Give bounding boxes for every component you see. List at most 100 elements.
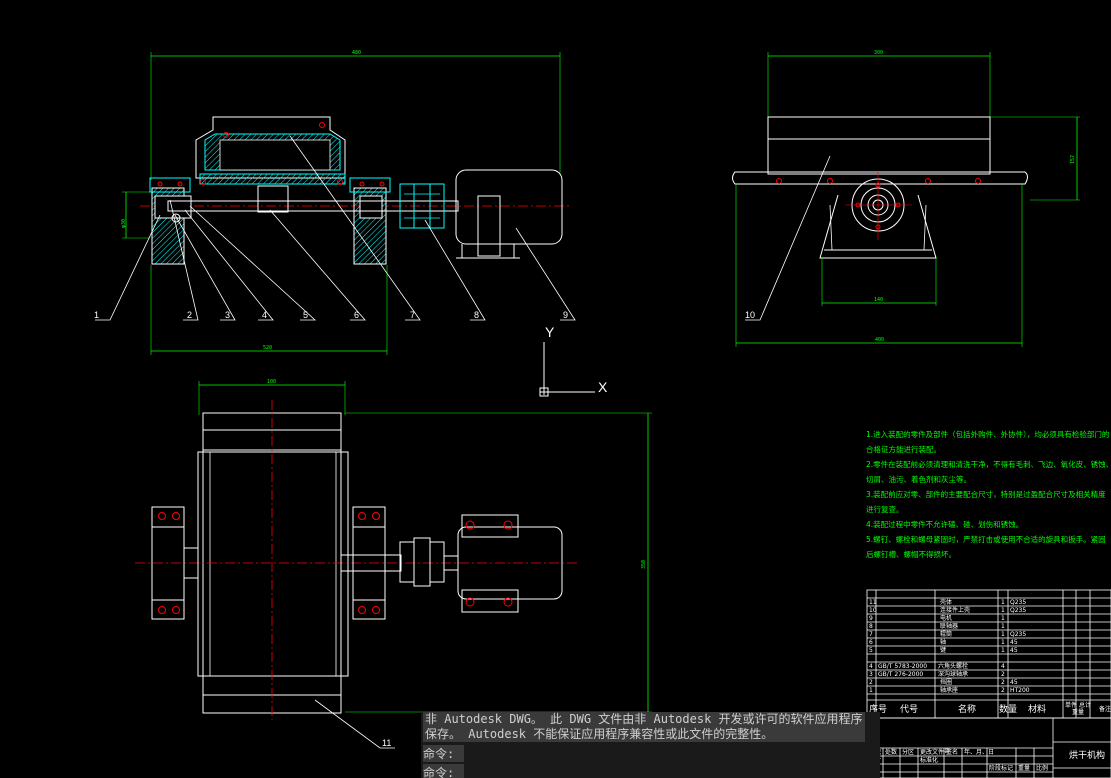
svg-text:数量: 数量 [999, 703, 1017, 715]
command-input[interactable]: 命令: [423, 764, 465, 778]
svg-text:2: 2 [1001, 679, 1005, 686]
svg-text:1: 1 [1001, 623, 1005, 630]
command-prompt-history: 命令: [423, 745, 465, 762]
note-line: 3.装配前应对零、部件的主要配合尺寸，特别是过盈配合尺寸及相关精度 [866, 490, 1106, 499]
svg-text:1: 1 [1001, 607, 1005, 614]
svg-text:4: 4 [1001, 663, 1005, 670]
balloon-9: 9 [563, 310, 568, 320]
svg-text:键: 键 [940, 646, 946, 654]
command-line-window[interactable]: 非 Autodesk DWG。 此 DWG 文件由非 Autodesk 开发或许… [421, 712, 880, 778]
svg-text:单件: 单件 [1065, 701, 1077, 709]
svg-text:备注: 备注 [1099, 705, 1111, 713]
drawing-title: 烘干机构 [1069, 749, 1105, 761]
dim-side-right: 157 [1070, 155, 1076, 164]
bom-rows: 11 壳体 1 Q235 10 连接件上壳 1 Q235 9 电机 1 8 联轴… [869, 598, 1030, 694]
svg-text:深沟球轴承: 深沟球轴承 [938, 670, 968, 678]
dim-front-bottom: 520 [263, 345, 272, 351]
svg-text:Q235: Q235 [1010, 599, 1026, 606]
command-history: 非 Autodesk DWG。 此 DWG 文件由非 Autodesk 开发或许… [423, 712, 865, 742]
svg-text:重量: 重量 [1072, 708, 1084, 716]
svg-text:材料: 材料 [1028, 703, 1046, 715]
svg-text:电机: 电机 [940, 614, 952, 622]
note-line: 切屑、油污、着色剂和灰尘等。 [866, 475, 971, 484]
svg-text:轴: 轴 [940, 638, 946, 646]
svg-text:更改文件号: 更改文件号 [920, 748, 950, 756]
svg-text:Q235: Q235 [1010, 607, 1026, 614]
dim-front-top: 480 [352, 50, 361, 56]
plan-view: 100 350 [135, 379, 652, 749]
svg-text:标准化: 标准化 [920, 756, 938, 764]
note-line: 合格证方能进行装配。 [866, 445, 941, 454]
balloon-4: 4 [262, 310, 267, 320]
note-line: 4.装配过程中零件不允许磕、碰、划伤和锈蚀。 [866, 520, 1024, 529]
svg-text:辊筒: 辊筒 [940, 630, 952, 638]
side-view: 300 157 140 400 [732, 50, 1080, 347]
bom-table [866, 589, 1111, 778]
svg-text:1: 1 [1001, 615, 1005, 622]
dim-front-left: φ30 [121, 219, 127, 228]
note-line: 2.零件在装配前必须清理和清洗干净，不得有毛刺、飞边、氧化皮、锈蚀、 [866, 460, 1111, 469]
svg-text:年、月、日: 年、月、日 [964, 748, 994, 756]
svg-text:联轴器: 联轴器 [940, 622, 958, 630]
note-line: 1.进入装配的零件及部件（包括外购件、外协件），均必须具有检验部门的 [866, 430, 1110, 439]
svg-text:名称: 名称 [958, 703, 976, 715]
svg-text:重量: 重量 [1018, 764, 1030, 772]
svg-text:2: 2 [869, 679, 873, 686]
svg-text:45: 45 [1010, 679, 1018, 686]
svg-text:Q235: Q235 [1010, 631, 1026, 638]
svg-text:1: 1 [869, 687, 873, 694]
svg-text:挡圈: 挡圈 [940, 678, 952, 686]
svg-text:10: 10 [869, 607, 877, 614]
svg-text:1: 1 [1001, 639, 1005, 646]
svg-text:3: 3 [869, 671, 873, 678]
balloon-6: 6 [354, 310, 359, 320]
svg-text:5: 5 [869, 647, 873, 654]
balloon-10: 10 [745, 310, 755, 320]
svg-text:2: 2 [1001, 687, 1005, 694]
svg-text:轴承座: 轴承座 [940, 686, 958, 694]
dim-plan-right: 350 [641, 560, 647, 569]
svg-text:处数: 处数 [885, 748, 897, 756]
svg-text:GB/T 5783-2000: GB/T 5783-2000 [878, 663, 927, 670]
balloon-8: 8 [474, 310, 479, 320]
svg-text:连接件上壳: 连接件上壳 [940, 606, 970, 614]
dim-side-base: 140 [874, 297, 883, 303]
svg-text:4: 4 [869, 663, 873, 670]
svg-text:45: 45 [1010, 639, 1018, 646]
warning-line-2: 保存。 Autodesk 不能保证应用程序兼容性或此文件的完整性。 [425, 727, 774, 741]
svg-text:签名: 签名 [946, 748, 958, 756]
balloon-3: 3 [225, 310, 230, 320]
svg-text:1: 1 [1001, 631, 1005, 638]
balloon-1: 1 [94, 310, 99, 320]
bom-header: 序号 代号 名称 数量 材料 单件 总计 重量 备注 [869, 701, 1111, 716]
svg-text:HT200: HT200 [1010, 687, 1030, 694]
svg-text:分区: 分区 [902, 748, 914, 756]
ucs-x-label: X [598, 379, 608, 395]
svg-text:8: 8 [869, 623, 873, 630]
ucs-icon: Y X [539, 324, 608, 397]
note-line: 后螺钉槽、螺帽不得损坏。 [866, 550, 956, 559]
warning-line-1: 非 Autodesk DWG。 此 DWG 文件由非 Autodesk 开发或许… [425, 712, 863, 726]
svg-text:壳体: 壳体 [940, 598, 952, 606]
svg-text:1: 1 [1001, 599, 1005, 606]
svg-text:11: 11 [869, 599, 877, 606]
svg-text:2: 2 [1001, 671, 1005, 678]
note-line: 进行复查。 [866, 505, 904, 514]
svg-text:6: 6 [869, 639, 873, 646]
ucs-y-label: Y [545, 324, 555, 340]
svg-text:9: 9 [869, 615, 873, 622]
svg-text:总计: 总计 [1079, 701, 1091, 709]
technical-notes: 1.进入装配的零件及部件（包括外购件、外协件），均必须具有检验部门的 合格证方能… [866, 427, 1111, 562]
balloon-7: 7 [410, 310, 415, 320]
dim-plan-top: 100 [267, 379, 276, 385]
svg-text:GB/T 276-2000: GB/T 276-2000 [878, 671, 923, 678]
svg-text:代号: 代号 [900, 704, 918, 715]
front-view: 480 520 φ30 [94, 50, 576, 355]
svg-text:7: 7 [869, 631, 873, 638]
svg-text:比例: 比例 [1036, 764, 1048, 772]
balloon-5: 5 [303, 310, 308, 320]
note-line: 5.螺钉、螺栓和螺母紧固时，严禁打击或使用不合适的旋具和扳手。紧固 [866, 535, 1106, 544]
balloon-11: 11 [382, 738, 391, 748]
